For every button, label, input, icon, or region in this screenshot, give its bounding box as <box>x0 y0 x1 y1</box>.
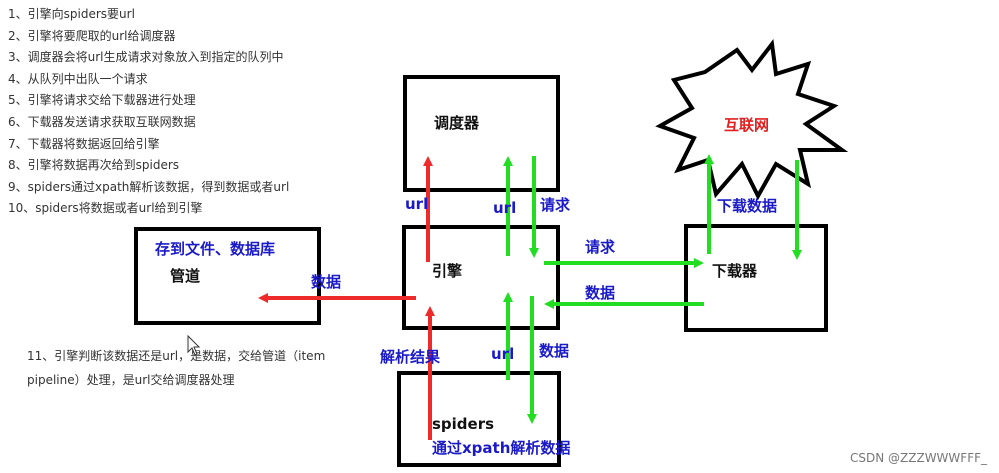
request-label-up: 请求 <box>540 196 571 214</box>
pipeline-label: 管道 <box>170 267 200 285</box>
request-label-right: 请求 <box>585 238 616 256</box>
downloader-label: 下载器 <box>712 262 758 280</box>
mouse-cursor-icon <box>188 336 199 355</box>
url-label-left: url <box>405 195 428 213</box>
engine-label: 引擎 <box>432 262 462 280</box>
download-data-label: 下载数据 <box>717 197 777 215</box>
scheduler-label: 调度器 <box>434 114 480 132</box>
data-label-bottom: 数据 <box>539 342 569 360</box>
parse-result-label: 解析结果 <box>380 348 441 366</box>
spiders-label: spiders <box>432 415 494 433</box>
store-label: 存到文件、数据库 <box>155 240 275 258</box>
url-label-mid: url <box>493 199 516 217</box>
url-label-bottom: url <box>491 345 514 363</box>
internet-label: 互联网 <box>724 116 769 134</box>
data-label-back: 数据 <box>585 284 615 302</box>
watermark: CSDN @ZZZWWWFFF_ <box>850 451 987 465</box>
data-to-pipeline-label: 数据 <box>311 273 341 291</box>
xpath-parse-label: 通过xpath解析数据 <box>432 439 570 457</box>
